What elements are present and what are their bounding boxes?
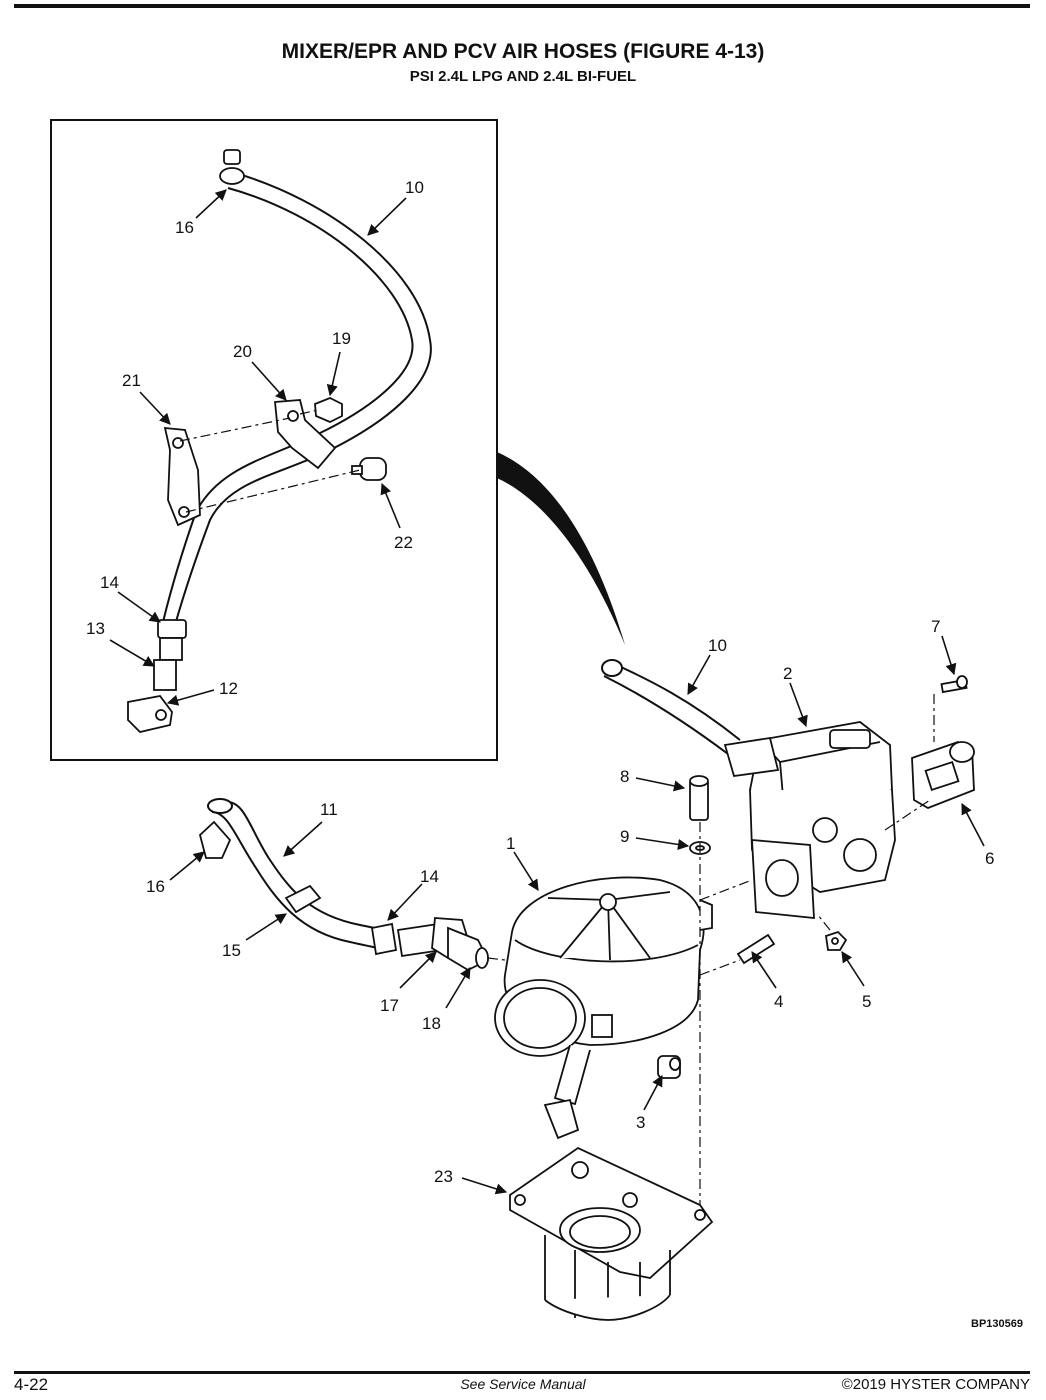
callout-2: 2	[783, 664, 792, 683]
detail-inset-frame	[50, 119, 498, 761]
inset-dash-lines	[179, 409, 361, 513]
inset-screw-22	[351, 457, 387, 481]
screw-7	[940, 675, 968, 694]
inset-hose-10	[162, 171, 432, 626]
page-number: 4-22	[14, 1375, 49, 1394]
callout-16-main: 16	[146, 877, 165, 896]
mixer-lower-elbow	[543, 1044, 591, 1140]
callout-10-main: 10	[708, 636, 727, 655]
callout-15: 15	[222, 941, 241, 960]
callout-labels: 16 10 21 20 19 22 14 13 12 10 2 7 8 9 6 …	[86, 178, 994, 1186]
callout-leaders	[109, 189, 985, 1195]
callout-8: 8	[620, 767, 629, 786]
callout-12: 12	[219, 679, 238, 698]
nut-5	[825, 930, 848, 951]
callout-16-inset: 16	[175, 218, 194, 237]
callout-18: 18	[422, 1014, 441, 1033]
callout-14-inset: 14	[100, 573, 119, 592]
callout-13: 13	[86, 619, 105, 638]
washer-9	[689, 841, 711, 855]
assembly-dash-lines	[487, 694, 935, 1205]
callout-1: 1	[506, 834, 515, 853]
callout-9: 9	[620, 827, 629, 846]
main-hose-10	[601, 659, 741, 755]
callout-4: 4	[774, 992, 783, 1011]
mounting-plate	[751, 839, 815, 920]
page-title: MIXER/EPR AND PCV AIR HOSES (FIGURE 4-13…	[281, 40, 765, 63]
callout-19: 19	[332, 329, 351, 348]
inset-clamp-16	[219, 149, 245, 185]
figure-code: BP130569	[971, 1318, 1023, 1330]
fitting-3	[657, 1055, 681, 1079]
callout-20: 20	[233, 342, 252, 361]
callout-23: 23	[434, 1167, 453, 1186]
callout-5: 5	[862, 992, 871, 1011]
inset-bolt-19	[314, 397, 343, 423]
adapter-23	[509, 1146, 714, 1321]
callout-11: 11	[320, 800, 338, 819]
fittings-17-18	[396, 917, 490, 972]
footer-note: See Service Manual	[460, 1376, 586, 1392]
callout-7: 7	[931, 617, 940, 636]
inset-fittings-12-13-14	[127, 619, 187, 733]
callout-17: 17	[380, 996, 399, 1015]
gasket-6	[911, 741, 975, 809]
callout-14-main: 14	[420, 867, 439, 886]
main-clamps-15-16-14	[198, 820, 398, 956]
callout-6: 6	[985, 849, 994, 868]
copyright: ©2019 HYSTER COMPANY	[841, 1376, 1030, 1393]
stud-4	[736, 933, 776, 965]
footer-rule	[14, 1371, 1030, 1374]
inset-clamp-20	[274, 399, 337, 470]
main-hose-11	[207, 798, 393, 951]
callout-21: 21	[122, 371, 141, 390]
callout-10-inset: 10	[405, 178, 424, 197]
callout-3: 3	[636, 1113, 645, 1132]
detail-callout-swoosh	[497, 452, 625, 645]
page-subtitle: PSI 2.4L LPG AND 2.4L BI-FUEL	[409, 68, 637, 85]
inset-bracket-21	[163, 426, 201, 527]
bolt-8	[689, 775, 709, 821]
mixer-1	[494, 876, 713, 1057]
callout-22: 22	[394, 533, 413, 552]
top-rule	[14, 4, 1030, 8]
